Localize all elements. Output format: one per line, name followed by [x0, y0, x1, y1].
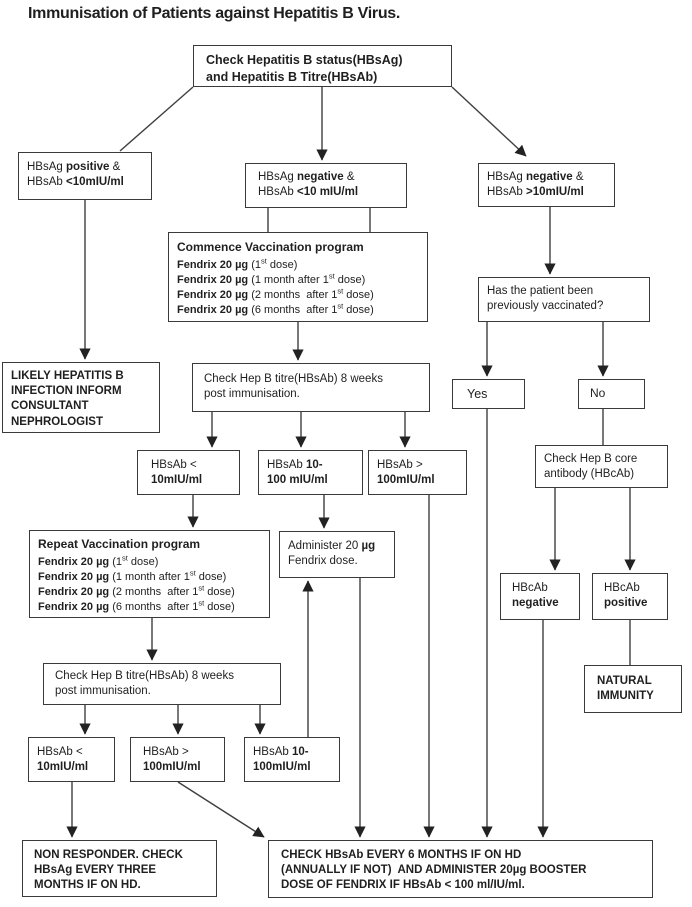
node-natural-immunity: NATURAL IMMUNITY	[584, 665, 682, 713]
node-non-responder: NON RESPONDER. CHECK HBsAg EVERY THREE M…	[22, 840, 217, 897]
text-line: NEPHROLOGIST	[11, 415, 104, 428]
text-line: Check Hep B titre(HBsAb) 8 weeks	[55, 670, 234, 682]
text-line: HBcAb	[512, 582, 548, 594]
text-line: positive	[604, 596, 648, 609]
node-check-every-6-months: CHECK HBsAb EVERY 6 MONTHS IF ON HD (ANN…	[268, 840, 653, 898]
text-line: 100 mIU/ml	[267, 473, 328, 486]
text-line: HBsAg negative &	[258, 171, 355, 183]
text-line: CHECK HBsAb EVERY 6 MONTHS IF ON HD	[281, 849, 522, 861]
text-line: Fendrix 20 µg (2 months after 1st dose)	[177, 286, 374, 302]
node-repeat-vaccination: Repeat Vaccination program Fendrix 20 µg…	[29, 530, 270, 618]
text-line: Commence Vaccination program	[177, 240, 364, 254]
node-yes: Yes	[452, 379, 525, 409]
text-line: Fendrix 20 µg (1st dose)	[177, 256, 298, 272]
text-line: 100mIU/ml	[377, 473, 435, 486]
text-line: negative	[512, 596, 559, 609]
text-line: Repeat Vaccination program	[38, 537, 201, 551]
node-round1-hbsab-low: HBsAb < 10mIU/ml	[137, 450, 240, 495]
text-line: NON RESPONDER. CHECK	[34, 849, 183, 861]
text-line: Fendrix dose.	[288, 554, 358, 567]
text-line: Has the patient been	[487, 285, 594, 297]
text-line: Fendrix 20 µg (1 month after 1st dose)	[38, 568, 227, 584]
text-line: post immunisation.	[55, 684, 151, 697]
text-line: CONSULTANT	[11, 400, 89, 413]
text-line: antibody (HBcAb)	[544, 467, 635, 480]
text-line: INFECTION INFORM	[11, 385, 122, 398]
text-line: HBsAb >10mIU/ml	[487, 185, 584, 198]
node-previously-vaccinated: Has the patient been previously vaccinat…	[478, 277, 650, 322]
text-line: Fendrix 20 µg (6 months after 1st dose)	[177, 301, 374, 317]
text-line: Check Hep B core	[544, 453, 638, 465]
text-line: Check Hep B titre(HBsAb) 8 weeks	[204, 373, 383, 385]
text-line: Check Hepatitis B status(HBsAg)	[206, 53, 403, 67]
node-commence-vaccination: Commence Vaccination program Fendrix 20 …	[168, 232, 428, 322]
text-line: IMMUNITY	[597, 690, 654, 703]
text-line: HBsAb <10mIU/ml	[27, 175, 124, 188]
node-likely-hepatitis-b: LIKELY HEPATITIS B INFECTION INFORM CONS…	[2, 362, 160, 433]
node-hbcab-negative: HBcAb negative	[500, 573, 580, 620]
text-line: HBsAb 10-	[267, 459, 323, 471]
text-line: 100mIU/ml	[143, 760, 201, 773]
node-hbsag-negative-high: HBsAg negative & HBsAb >10mIU/ml	[478, 163, 615, 207]
text-line: HBsAg EVERY THREE	[34, 864, 157, 877]
text-line: 100mIU/ml	[253, 760, 311, 773]
node-hbsag-negative-low: HBsAg negative & HBsAb <10 mIU/ml	[245, 163, 407, 208]
text-line: previously vaccinated?	[487, 299, 604, 312]
text-line: post immunisation.	[204, 387, 300, 400]
text-line: HBsAb <10 mIU/ml	[258, 185, 359, 198]
text-line: and Hepatitis B Titre(HBsAb)	[206, 69, 378, 84]
node-check-titre-1: Check Hep B titre(HBsAb) 8 weeks post im…	[192, 363, 430, 412]
node-round2-hbsab-low: HBsAb < 10mIU/ml	[28, 737, 115, 782]
text-line: Administer 20 µg	[288, 540, 376, 552]
node-round2-hbsab-mid: HBsAb 10- 100mIU/ml	[244, 737, 340, 782]
node-check-titre-2: Check Hep B titre(HBsAb) 8 weeks post im…	[43, 663, 281, 705]
text-line: HBcAb	[604, 582, 640, 594]
text-line: Fendrix 20 µg (1st dose)	[38, 553, 159, 569]
text-line: Fendrix 20 µg (1 month after 1st dose)	[177, 271, 366, 287]
node-check-core-antibody: Check Hep B core antibody (HBcAb)	[535, 445, 668, 488]
text-line: LIKELY HEPATITIS B	[11, 370, 124, 382]
text-line: HBsAg positive &	[27, 161, 121, 173]
node-no: No	[578, 379, 645, 409]
text-line: HBsAb >	[377, 459, 423, 471]
text-line: HBsAb <	[37, 746, 83, 758]
text-line: HBsAg negative &	[487, 171, 584, 183]
node-round1-hbsab-high: HBsAb > 100mIU/ml	[368, 450, 467, 495]
text-line: HBsAb 10-	[253, 746, 309, 758]
text-line: NATURAL	[597, 675, 652, 687]
text-line: No	[590, 386, 606, 401]
node-hbsag-positive: HBsAg positive & HBsAb <10mIU/ml	[18, 152, 152, 200]
node-check-status: Check Hepatitis B status(HBsAg) and Hepa…	[193, 45, 452, 87]
text-line: Fendrix 20 µg (6 months after 1st dose)	[38, 598, 235, 614]
node-round1-hbsab-mid: HBsAb 10- 100 mIU/ml	[258, 450, 363, 495]
text-line: 10mIU/ml	[151, 473, 203, 486]
text-line: Yes	[467, 387, 488, 401]
text-line: HBsAb >	[143, 746, 189, 758]
node-hbcab-positive: HBcAb positive	[592, 573, 668, 620]
node-round2-hbsab-high: HBsAb > 100mIU/ml	[130, 737, 225, 782]
text-line: DOSE OF FENDRIX IF HBsAb < 100 ml/IU/ml.	[281, 879, 525, 892]
text-line: Fendrix 20 µg (2 months after 1st dose)	[38, 583, 235, 599]
text-line: 10mIU/ml	[37, 760, 89, 773]
text-line: (ANNUALLY IF NOT) AND ADMINISTER 20µg BO…	[281, 864, 587, 877]
text-line: MONTHS IF ON HD.	[34, 879, 141, 892]
page-title: Immunisation of Patients against Hepatit…	[28, 5, 401, 22]
text-line: HBsAb <	[151, 459, 197, 471]
node-administer-fendrix: Administer 20 µg Fendrix dose.	[279, 531, 395, 578]
